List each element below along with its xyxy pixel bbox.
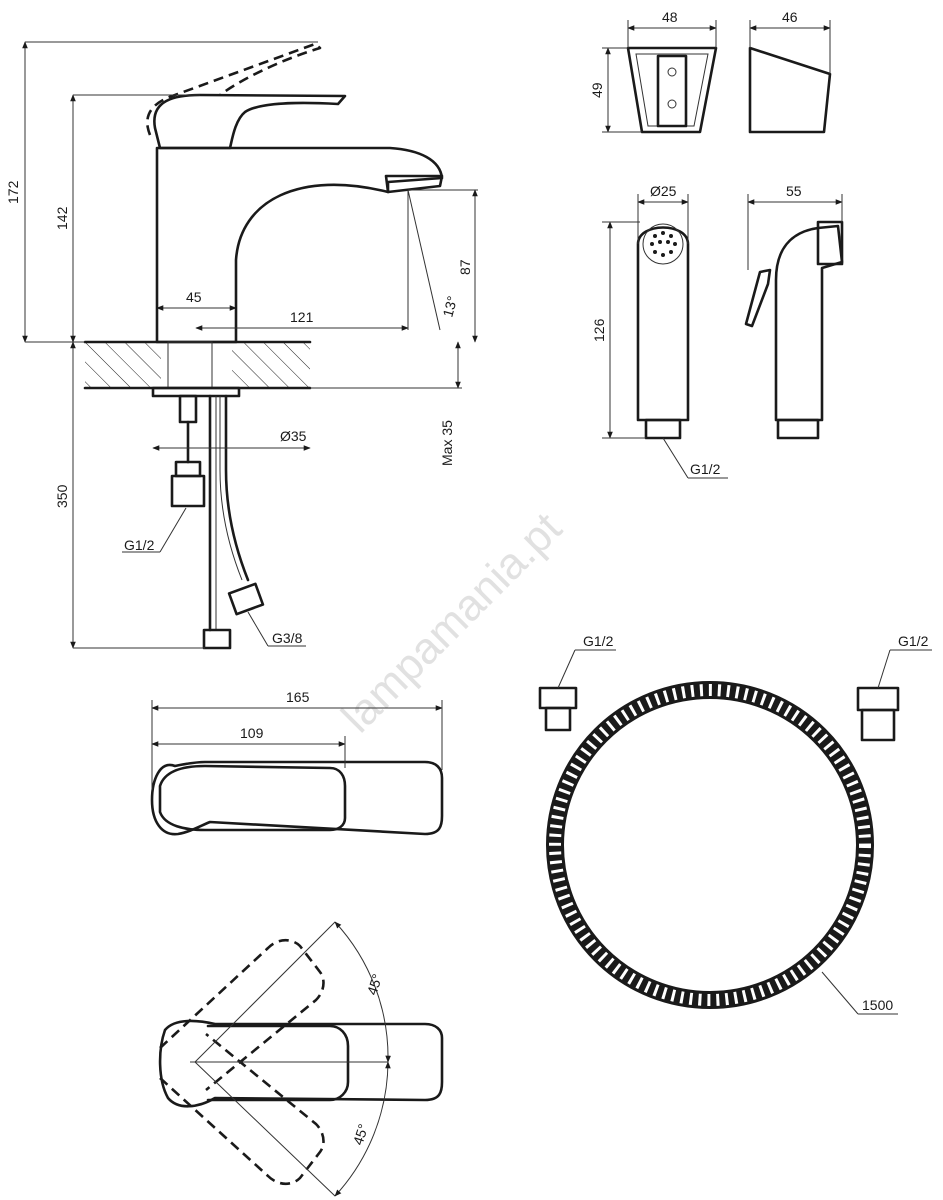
leader-hose-right (877, 649, 891, 689)
rotation-handle-center (206, 1024, 350, 1102)
dim-label-holder-width: 48 (662, 9, 678, 25)
aerator (384, 174, 444, 194)
dim-label-body-width: 45 (186, 289, 202, 305)
handshower-head (816, 220, 844, 266)
spray-face (642, 223, 684, 265)
faucet-top-view: 165 109 (150, 689, 444, 836)
handshower-views: Ø25 126 55 G1/2 (591, 183, 844, 479)
handshower-side (774, 224, 844, 422)
dim-label-handle-length: 109 (240, 725, 264, 741)
rotation-handle-up (159, 938, 325, 1092)
rotation-base-outline (158, 1019, 444, 1108)
rotation-ref-up (194, 921, 336, 1063)
holder-screw-top (667, 67, 677, 77)
watermark-text: lampamania.pt (332, 503, 571, 742)
label-hose-thread-left: G1/2 (583, 633, 614, 649)
label-hose-length: 1500 (862, 997, 893, 1013)
supply-nut (174, 460, 202, 478)
arc-up (334, 921, 391, 1063)
faucet-rotation-view: 45° 45° (158, 921, 444, 1197)
supply-connector (170, 474, 206, 508)
hose-coil-ribs (549, 684, 871, 1006)
label-supply-thread: G1/2 (124, 537, 155, 553)
label-hose-thread: G3/8 (272, 630, 303, 646)
handshower-thread (644, 418, 682, 440)
hose-ferrule-right (860, 708, 896, 742)
faucet-handle-raised (146, 42, 322, 136)
dim-label-angle-down: 45° (350, 1122, 372, 1147)
leader-g38 (247, 611, 269, 647)
faucet-body (155, 146, 444, 344)
rotation-ref-down (194, 1061, 336, 1197)
faucet-side-view: 172 142 87 13° 45 121 350 Max 35 Ø35 G1/… (5, 41, 478, 650)
hose-nut-left (538, 686, 578, 710)
dim-label-holder-depth: 46 (782, 9, 798, 25)
leader-handshower-thread (662, 437, 689, 479)
holder-front-inner (635, 53, 709, 127)
leader-hose-length (821, 971, 859, 1015)
mounting-shank (167, 341, 213, 389)
dim-label-angle: 13° (439, 294, 460, 319)
counter-hatch-left (85, 342, 161, 388)
hose-ferrule-left (544, 706, 572, 732)
dim-label-angle-up: 45° (364, 972, 386, 997)
angle-line (407, 189, 441, 331)
holder-front (626, 46, 718, 134)
dim-label-outlet-height: 87 (457, 259, 473, 275)
label-handshower-thread: G1/2 (690, 461, 721, 477)
leader-g12-supply (159, 507, 187, 553)
holder-side (748, 46, 832, 134)
dim-label-below-counter: 350 (54, 484, 70, 508)
faucet-handle (153, 93, 347, 150)
handshower-side-thread (776, 418, 820, 440)
spray-holes (650, 231, 677, 257)
dim-label-overall-length: 165 (286, 689, 310, 705)
rotation-handle-down (159, 1032, 325, 1186)
braid-lines (215, 396, 243, 630)
dim-label-spout-height: 142 (54, 206, 70, 230)
handshower-trigger (744, 268, 772, 328)
hose-nut-right (856, 686, 900, 712)
dim-label-handshower-diameter: Ø25 (650, 183, 677, 199)
leader-hose-left (557, 649, 576, 689)
hose-coil-outer (546, 681, 874, 1009)
dim-label-handshower-length: 126 (591, 318, 607, 342)
dim-label-handshower-depth: 55 (786, 183, 802, 199)
dim-label-holder-height: 49 (589, 82, 605, 98)
arc-down (334, 1061, 391, 1197)
faucet-top-outline (150, 760, 444, 836)
threaded-rod (178, 394, 198, 424)
dim-label-hole-diameter: Ø35 (280, 428, 307, 444)
label-hose-thread-right: G1/2 (898, 633, 929, 649)
holder-views: 48 49 46 (589, 9, 832, 134)
dim-label-max-thickness: Max 35 (439, 420, 455, 466)
dim-label-total-height: 172 (5, 180, 21, 204)
counter-hatch-right (232, 342, 310, 388)
hose-nut-left (202, 628, 232, 650)
shower-hose: G1/2 G1/2 1500 (538, 633, 932, 1015)
dim-label-reach: 121 (290, 309, 314, 325)
hose-nut-right (227, 582, 265, 616)
handshower-front (636, 226, 690, 422)
holder-screw-bottom (667, 99, 677, 109)
braided-hose-right (224, 394, 250, 582)
faucet-top-handle (158, 764, 347, 832)
holder-clip (656, 54, 688, 128)
